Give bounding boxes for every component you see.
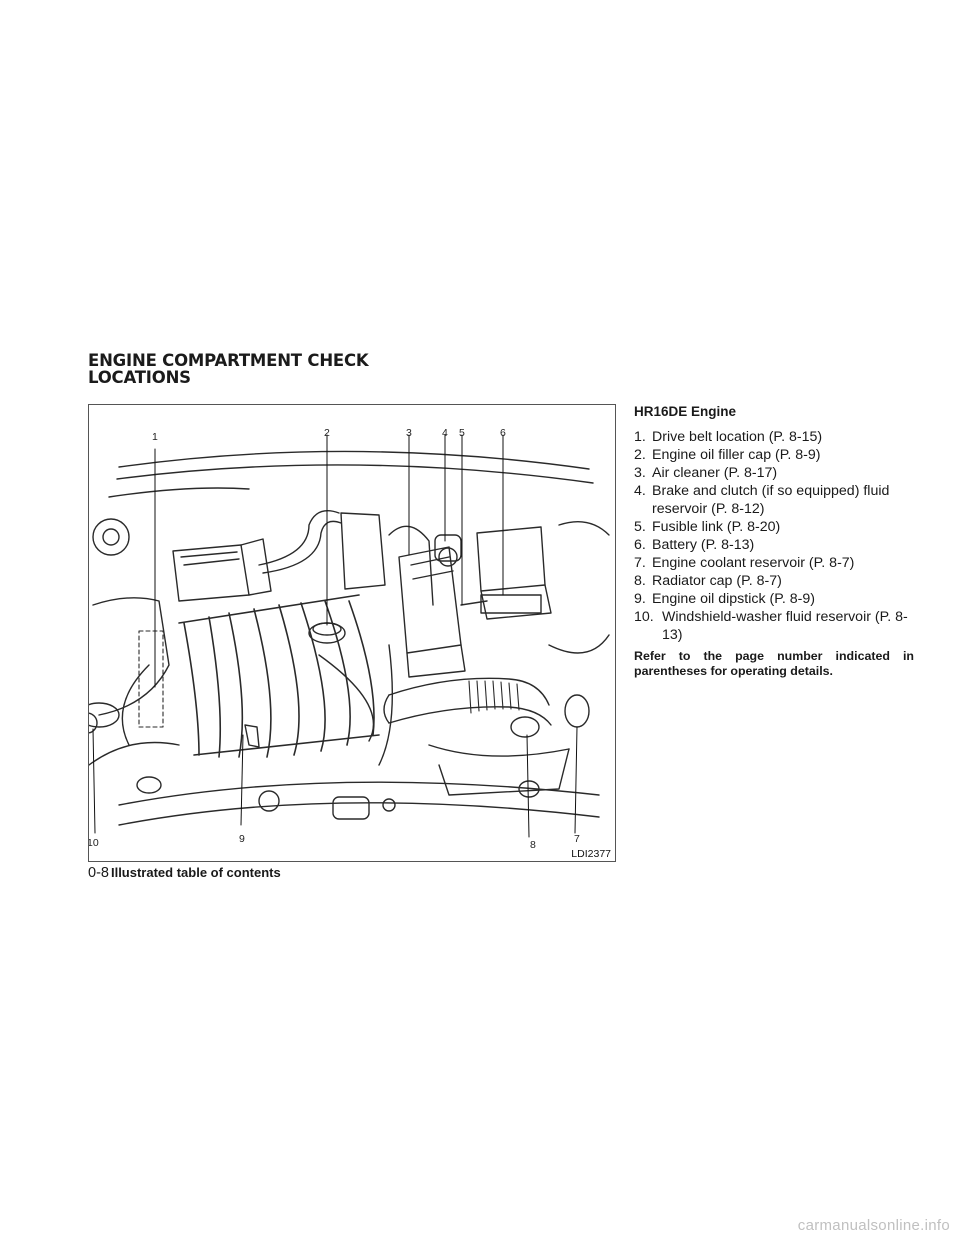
section-title-line-1: ENGINE COMPARTMENT CHECK: [88, 351, 369, 370]
section-title-line-2: LOCATIONS: [88, 368, 191, 387]
engine-compartment-figure: 1 2 3 4 5 6 7 8 9 10 LDI2377: [88, 404, 616, 862]
legend-item: 6.Battery (P. 8-13): [634, 537, 755, 553]
operating-note: Refer to the page number indicated in pa…: [634, 649, 914, 678]
callout-4: 4: [442, 427, 448, 439]
legend-item: 8.Radiator cap (P. 8-7): [634, 573, 782, 589]
callout-9: 9: [239, 833, 245, 845]
section-title: ENGINE COMPARTMENT CHECK LOCATIONS: [88, 352, 448, 386]
legend-list: 1.Drive belt location (P. 8-15) 2.Engine…: [634, 428, 914, 644]
callout-3: 3: [406, 427, 412, 439]
legend-item: 2.Engine oil filler cap (P. 8-9): [634, 447, 821, 463]
legend-item: 10.Windshield-washer fluid reservoir (P.…: [634, 609, 908, 643]
legend-item: 3.Air cleaner (P. 8-17): [634, 465, 778, 481]
callout-7: 7: [574, 833, 580, 845]
watermark: carmanualsonline.info: [797, 1217, 950, 1234]
callout-2: 2: [324, 427, 330, 439]
legend-item: 9.Engine oil dipstick (P. 8-9): [634, 591, 815, 607]
footer-title: Illustrated table of contents: [110, 865, 281, 880]
callout-6: 6: [500, 427, 506, 439]
figure-code: LDI2377: [571, 848, 611, 860]
engine-title: HR16DE Engine: [634, 404, 737, 419]
callout-1: 1: [152, 431, 158, 443]
legend-item: 5.Fusible link (P. 8-20): [634, 519, 781, 535]
callout-8: 8: [530, 839, 536, 851]
engine-illustration: [89, 434, 610, 838]
callout-5: 5: [459, 427, 465, 439]
legend-item: 7.Engine coolant reservoir (P. 8-7): [634, 555, 855, 571]
legend-column: HR16DE Engine 1.Drive belt location (P. …: [634, 404, 914, 679]
callout-10: 10: [88, 837, 99, 849]
page-number: 0-8: [88, 865, 109, 881]
legend-item: 1.Drive belt location (P. 8-15): [634, 429, 823, 445]
legend-item: 4.Brake and clutch (if so equipped) flui…: [634, 483, 890, 517]
